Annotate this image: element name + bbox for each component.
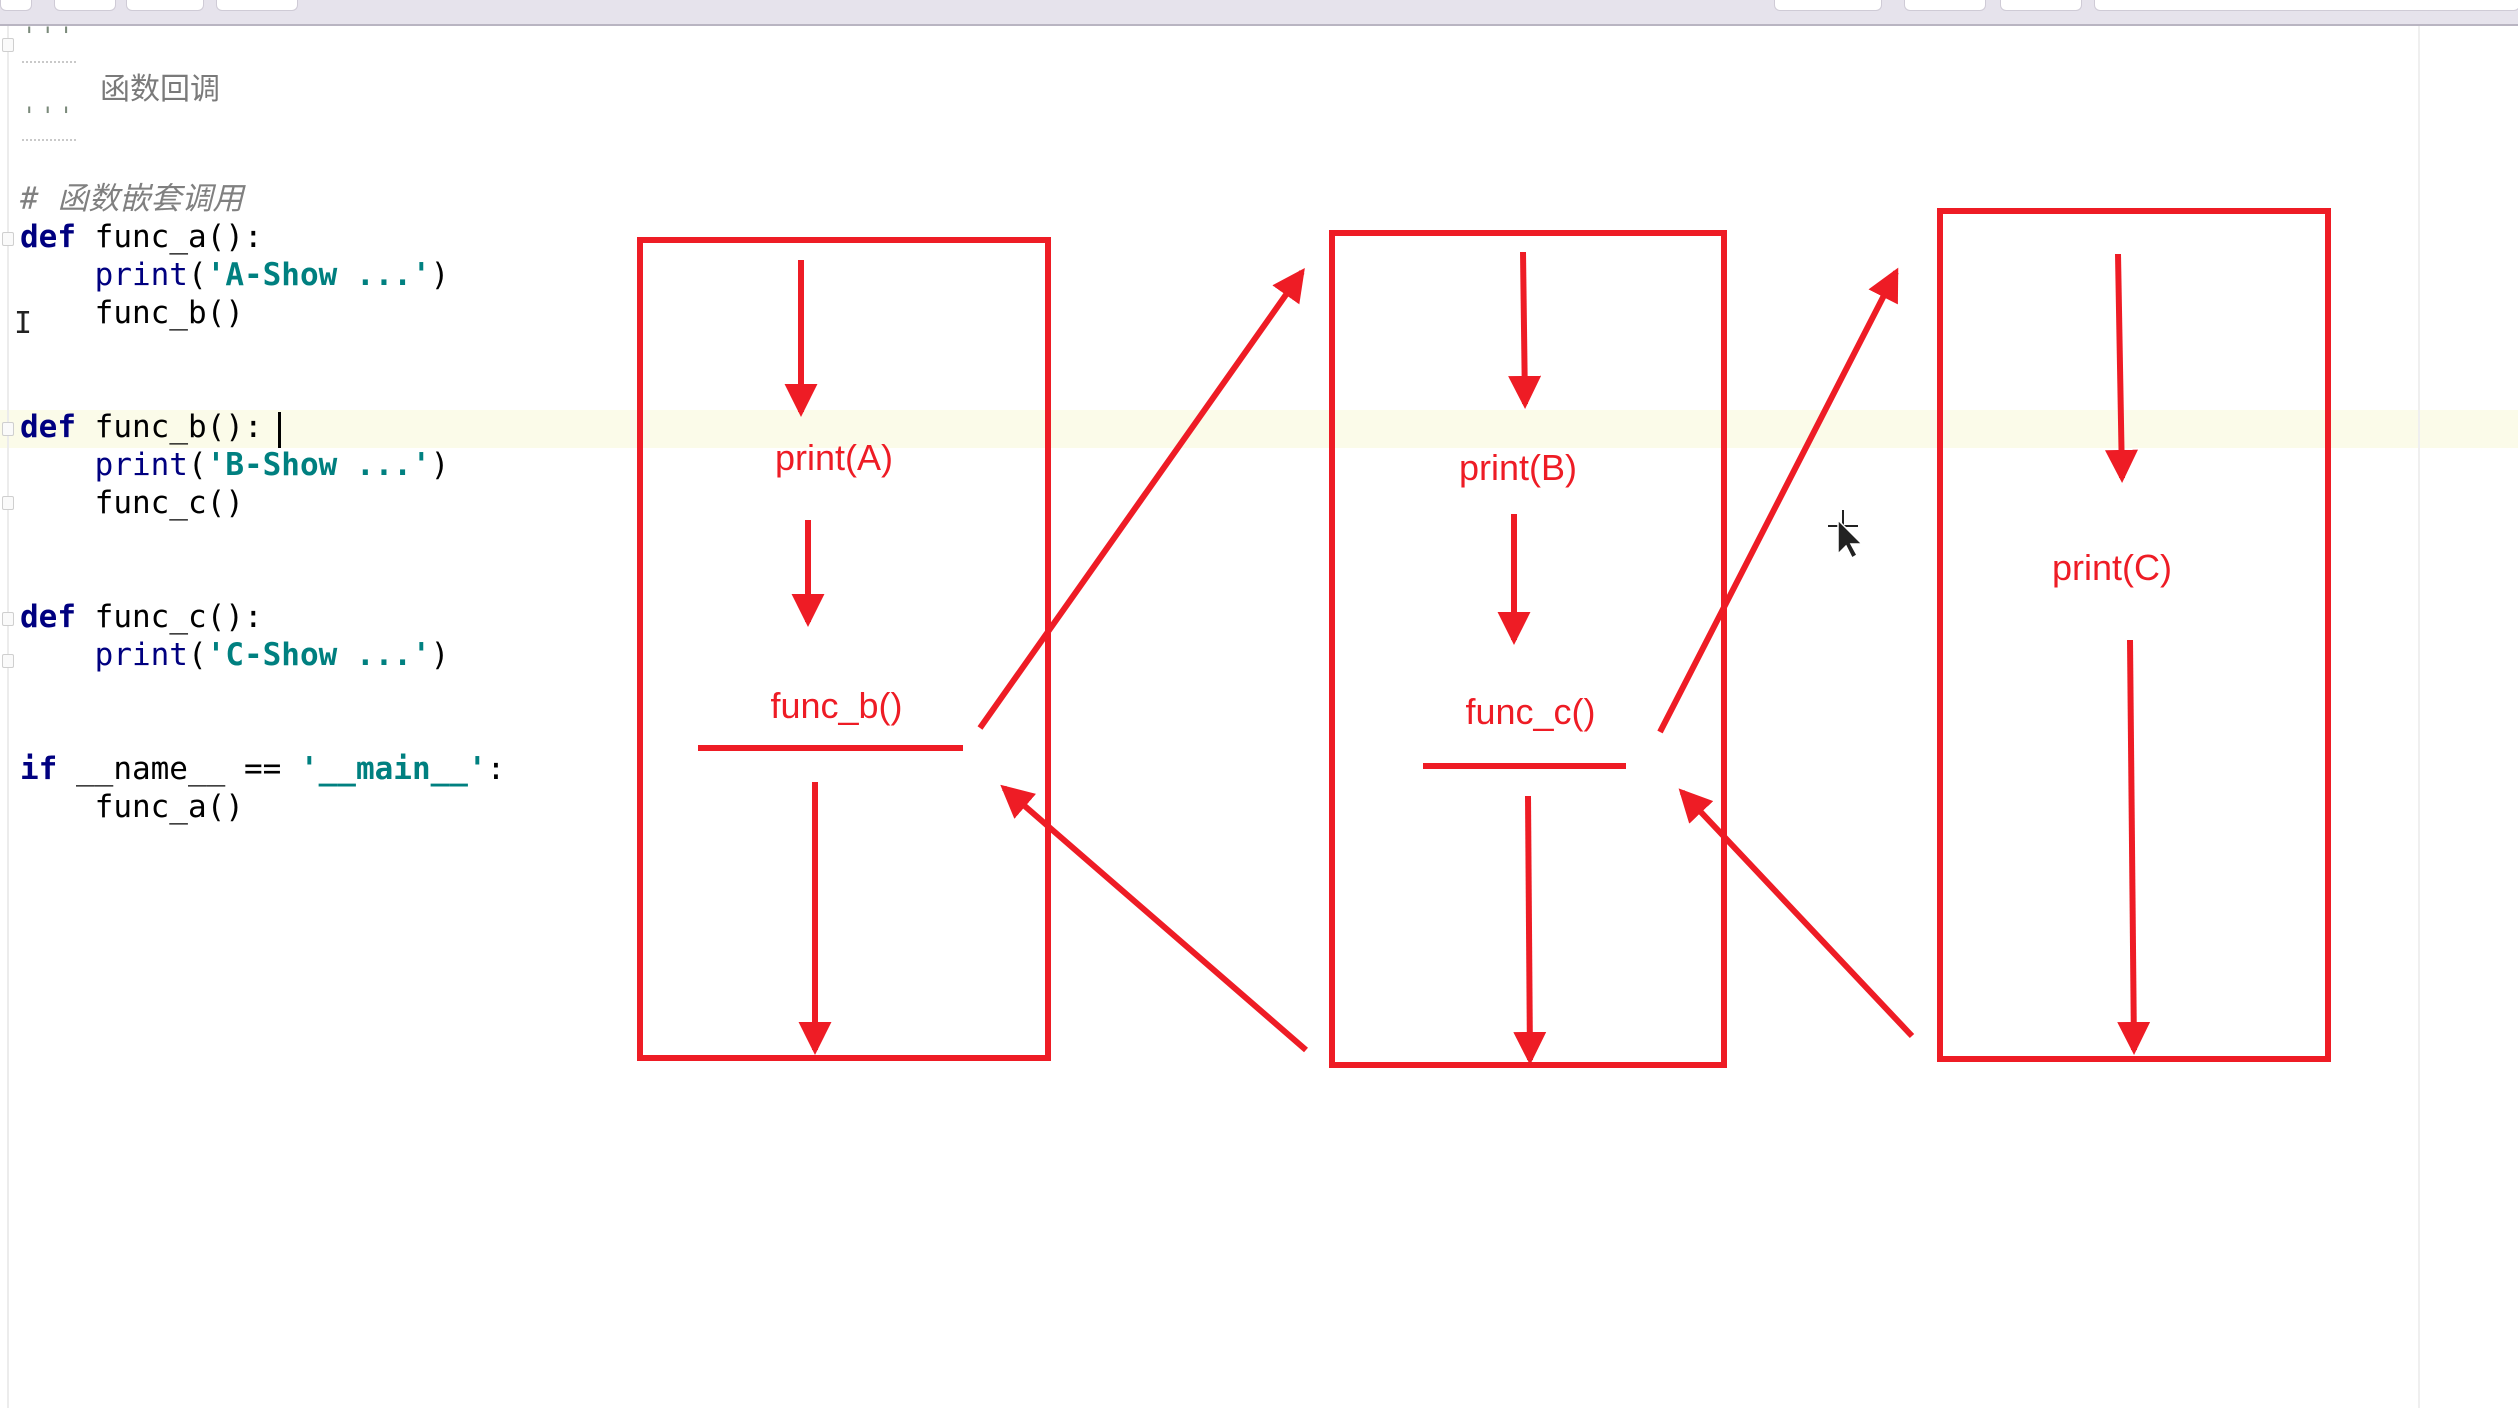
code-line: def func_c(): bbox=[20, 598, 263, 636]
code-token: func_a() bbox=[20, 789, 244, 825]
docstring-text: 函数回调 bbox=[100, 72, 220, 107]
call-arrow-a-to-b bbox=[977, 267, 1305, 730]
current-line-highlight bbox=[0, 410, 2518, 448]
code-line: def func_b(): bbox=[20, 408, 263, 446]
box-c-frame bbox=[1937, 208, 2331, 1062]
box-c-arrow-out bbox=[2117, 639, 2151, 1055]
code-token: func_a(): bbox=[76, 219, 263, 255]
box-b-top-label: print(B) bbox=[1459, 447, 1577, 488]
code-token: : bbox=[486, 751, 506, 787]
code-token: func_b() bbox=[20, 295, 244, 331]
box-a-frame bbox=[637, 237, 1051, 1061]
window-top-bar bbox=[0, 0, 2518, 26]
toolbar-tab-5[interactable] bbox=[1774, 0, 1882, 11]
code-token: '__main__' bbox=[299, 751, 487, 787]
docstring-open-quote: ''' bbox=[22, 22, 78, 50]
docstring-close-quote: ''' bbox=[22, 102, 78, 130]
return-arrow-b-to-a bbox=[1000, 784, 1308, 1053]
right-margin-guide bbox=[2418, 26, 2420, 1408]
code-line: print('A-Show ...') bbox=[20, 256, 450, 294]
ibeam-cursor-icon: I bbox=[14, 306, 33, 341]
code-line: func_c() bbox=[20, 484, 244, 522]
editor-gutter bbox=[7, 26, 9, 1408]
fold-marker-func-b[interactable] bbox=[2, 422, 14, 436]
toolbar-tab-2[interactable] bbox=[54, 0, 116, 11]
return-arrow-c-to-b bbox=[1678, 788, 1915, 1039]
code-line: func_b() bbox=[20, 294, 244, 332]
fold-marker-func-a[interactable] bbox=[2, 232, 14, 246]
code-token: def bbox=[20, 409, 76, 445]
box-a-call-label: func_b() bbox=[770, 685, 902, 726]
code-token: func_c(): bbox=[76, 599, 263, 635]
code-token: print bbox=[20, 637, 188, 673]
toolbar-tab-3[interactable] bbox=[126, 0, 204, 11]
code-line: print('B-Show ...') bbox=[20, 446, 450, 484]
code-token: ( bbox=[187, 447, 207, 483]
box-b-arrow-in bbox=[1508, 251, 1542, 409]
fold-marker-docstring[interactable] bbox=[2, 38, 14, 52]
code-line: func_a() bbox=[20, 788, 244, 826]
code-token: ) bbox=[430, 637, 450, 673]
code-token: print bbox=[20, 257, 188, 293]
box-a-top-label: print(A) bbox=[775, 437, 893, 478]
docstring-underline-1 bbox=[22, 58, 76, 63]
code-token: ) bbox=[430, 447, 450, 483]
box-b-frame bbox=[1329, 230, 1727, 1068]
code-token: __name__ == bbox=[57, 751, 300, 787]
code-token: func_b(): bbox=[76, 409, 263, 445]
box-b-call-label: func_c() bbox=[1465, 691, 1595, 732]
fold-marker-func-c-end[interactable] bbox=[2, 654, 14, 668]
code-token: 'C-Show ...' bbox=[206, 637, 431, 673]
code-token: 'B-Show ...' bbox=[206, 447, 431, 483]
code-token: ( bbox=[187, 637, 207, 673]
box-b-arrow-out bbox=[1513, 795, 1547, 1065]
box-c-arrow-in bbox=[2105, 253, 2138, 483]
call-arrow-b-to-c bbox=[1657, 267, 1899, 734]
code-token: def bbox=[20, 219, 76, 255]
toolbar-tab-6[interactable] bbox=[1904, 0, 1986, 11]
box-c-top-label: print(C) bbox=[2052, 547, 2172, 588]
toolbar-tab-4[interactable] bbox=[216, 0, 298, 11]
code-token: if bbox=[20, 751, 58, 787]
code-token: 'A-Show ...' bbox=[206, 257, 431, 293]
code-line: print('C-Show ...') bbox=[20, 636, 450, 674]
code-token: func_c() bbox=[20, 485, 244, 521]
code-token: print bbox=[20, 447, 188, 483]
code-token: # 函数嵌套调用 bbox=[20, 181, 244, 217]
fold-marker-func-c[interactable] bbox=[2, 612, 14, 626]
text-caret bbox=[278, 412, 281, 448]
code-token: ) bbox=[430, 257, 450, 293]
fold-marker-func-b-end[interactable] bbox=[2, 496, 14, 510]
toolbar-tab-7[interactable] bbox=[2000, 0, 2082, 11]
mouse-pointer-icon bbox=[1828, 510, 1864, 560]
toolbar-search[interactable] bbox=[2094, 0, 2518, 11]
code-line: def func_a(): bbox=[20, 218, 263, 256]
code-line: if __name__ == '__main__': bbox=[20, 750, 505, 788]
code-token: ( bbox=[187, 257, 207, 293]
code-line: # 函数嵌套调用 bbox=[20, 180, 243, 218]
docstring-underline-2 bbox=[22, 136, 76, 141]
toolbar-tab-1[interactable] bbox=[0, 0, 32, 11]
code-token: def bbox=[20, 599, 76, 635]
